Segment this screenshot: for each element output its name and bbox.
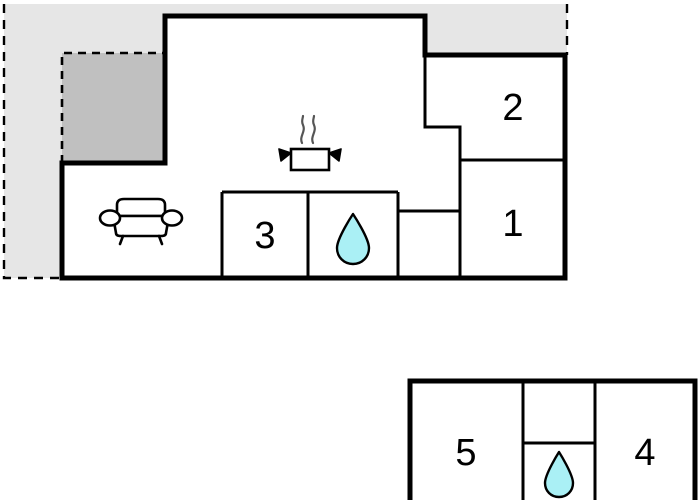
water-drop-icon	[335, 212, 371, 266]
terrace-area	[60, 51, 165, 163]
room-label-5: 5	[455, 432, 476, 474]
water-drop-icon	[543, 450, 575, 499]
upper-floor-interior-walls	[220, 55, 565, 278]
room-label-4: 4	[634, 432, 655, 474]
room-label-3: 3	[254, 215, 275, 257]
room-label-1: 1	[502, 203, 523, 245]
upper-floor-outer-walls	[59, 13, 568, 281]
cooking-pot-icon	[278, 114, 342, 172]
sofa-icon	[98, 197, 184, 246]
room-label-2: 2	[502, 87, 523, 129]
